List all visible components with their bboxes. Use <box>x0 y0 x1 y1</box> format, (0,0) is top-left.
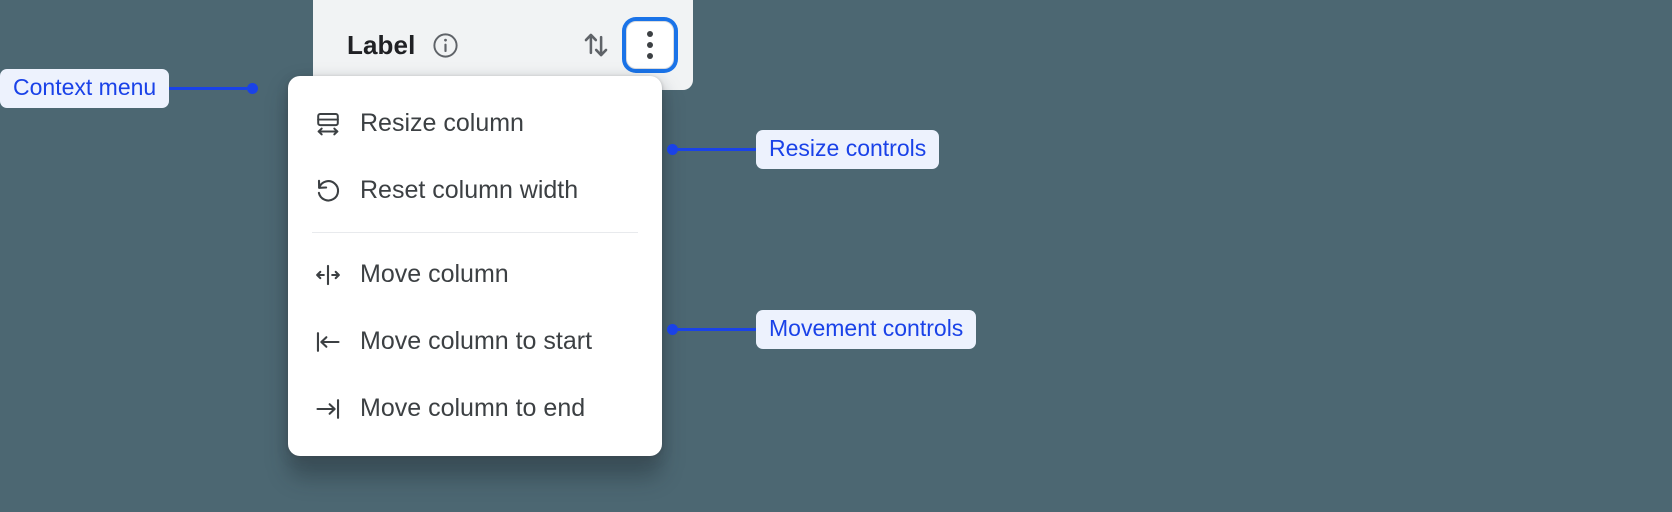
annotation-anchor-dot <box>667 144 678 155</box>
menu-item-label: Reset column width <box>360 176 579 204</box>
move-to-start-icon <box>316 331 340 352</box>
annotation-label: Movement controls <box>756 310 977 349</box>
menu-item-reset-column-width[interactable]: Reset column width <box>288 157 662 224</box>
menu-item-label: Move column to start <box>360 327 593 355</box>
reset-width-icon <box>317 179 340 202</box>
menu-divider <box>312 232 638 233</box>
kebab-menu-icon <box>647 31 653 59</box>
column-header-content: Label <box>313 0 693 90</box>
menu-item-label: Move column to end <box>360 394 586 422</box>
annotation-anchor-dot <box>247 83 259 94</box>
menu-item-move-column-to-end[interactable]: Move column to end <box>288 375 662 442</box>
column-header-label: Label <box>347 30 416 60</box>
menu-item-label: Resize column <box>360 109 524 137</box>
column-context-menu: Resize column Reset column width <box>288 76 662 456</box>
annotation-context-menu: Context menu <box>0 69 259 108</box>
annotation-leader-line <box>678 328 756 331</box>
annotation-label: Context menu <box>0 69 170 108</box>
menu-item-resize-column[interactable]: Resize column <box>288 90 662 157</box>
menu-item-move-column[interactable]: Move column <box>288 241 662 308</box>
column-header-card: Label <box>313 0 693 90</box>
annotation-label: Resize controls <box>756 130 940 169</box>
column-overflow-menu-button[interactable] <box>626 21 674 69</box>
annotation-resize-controls: Resize controls <box>667 130 940 169</box>
annotation-anchor-dot <box>667 324 678 335</box>
annotation-movement-controls: Movement controls <box>667 310 977 349</box>
resize-column-icon <box>317 112 339 135</box>
annotation-leader-line <box>169 87 248 90</box>
move-column-icon <box>316 264 340 285</box>
menu-item-label: Move column <box>360 260 509 288</box>
info-circle-icon[interactable] <box>431 31 460 60</box>
sort-up-down-icon[interactable] <box>578 27 614 63</box>
move-to-end-icon <box>316 398 340 419</box>
menu-item-move-column-to-start[interactable]: Move column to start <box>288 308 662 375</box>
annotation-leader-line <box>678 148 756 151</box>
